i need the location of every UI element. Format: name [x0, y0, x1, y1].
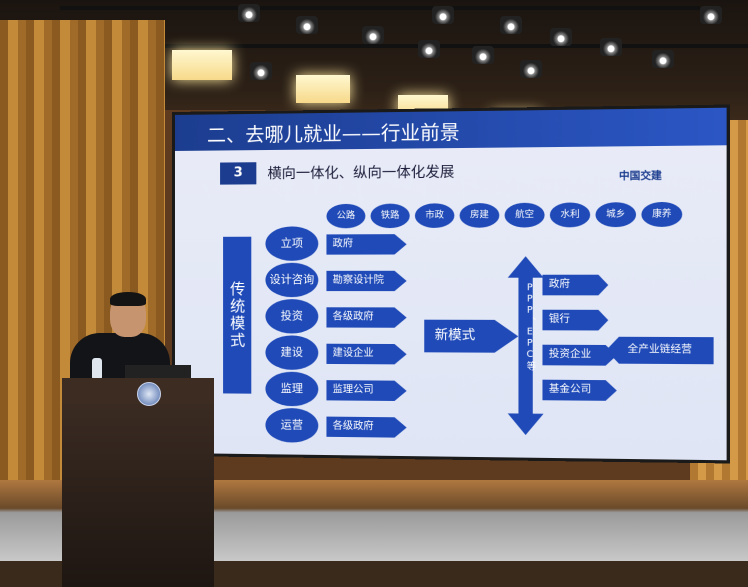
- section-number: 3: [220, 162, 257, 185]
- new-mode-actor-arrow: 政府: [542, 275, 608, 296]
- new-mode-actor-arrow: 银行: [542, 310, 608, 331]
- projection-screen: 二、去哪儿就业——行业前景 中国交建 3 横向一体化、纵向一体化发展 公路 铁路…: [172, 104, 730, 464]
- sector-pill: 房建: [459, 202, 500, 228]
- stage-oval: 立项: [265, 226, 319, 261]
- spotlight-icon: [600, 38, 622, 56]
- stage-oval: 建设: [265, 335, 319, 370]
- vertical-arrow-label: PPP、EPC等: [524, 282, 536, 372]
- slide-title: 二、去哪儿就业——行业前景: [207, 121, 460, 147]
- stage-actor-arrow: 建设企业: [326, 344, 406, 365]
- stage-oval: 运营: [265, 407, 319, 443]
- laptop: [125, 365, 191, 381]
- sector-pill: 水利: [549, 202, 591, 228]
- lighting-truss: [0, 44, 748, 48]
- new-mode-actor-arrow: 投资企业: [542, 345, 616, 366]
- spotlight-icon: [520, 60, 542, 78]
- stage-oval: 投资: [265, 299, 319, 334]
- podium: [62, 378, 214, 587]
- spotlight-icon: [652, 50, 674, 68]
- company-logo: 中国交建: [618, 170, 662, 183]
- stage-oval: 设计咨询: [265, 262, 319, 298]
- spotlight-icon: [418, 40, 440, 58]
- stage-lamp: [172, 50, 232, 80]
- spotlight-icon: [238, 4, 260, 22]
- full-chain-arrow: 全产业链经营: [606, 337, 713, 365]
- stage-actor-arrow: 监理公司: [326, 380, 406, 401]
- spotlight-icon: [472, 46, 494, 64]
- section-title: 横向一体化、纵向一体化发展: [267, 164, 455, 183]
- stage-actor-arrow: 勘察设计院: [326, 271, 406, 291]
- sector-pill: 公路: [326, 203, 366, 229]
- podium-emblem-icon: [137, 382, 161, 406]
- spotlight-icon: [432, 6, 454, 24]
- spotlight-icon: [550, 28, 572, 46]
- stage-lamp: [296, 75, 350, 103]
- sector-pill: 市政: [414, 203, 455, 228]
- slide-title-bar: 二、去哪儿就业——行业前景: [174, 107, 727, 151]
- new-mode-actor-arrow: 基金公司: [542, 380, 616, 401]
- slide: 二、去哪儿就业——行业前景 中国交建 3 横向一体化、纵向一体化发展 公路 铁路…: [174, 107, 727, 461]
- spotlight-icon: [250, 62, 272, 80]
- stage-actor-arrow: 政府: [326, 234, 406, 255]
- traditional-mode-label: 传统模式: [223, 236, 252, 394]
- sector-pill: 航空: [504, 202, 545, 228]
- water-bottle: [92, 358, 102, 380]
- speaker-hair: [110, 292, 146, 306]
- sector-pill: 城乡: [595, 202, 637, 228]
- spotlight-icon: [296, 16, 318, 34]
- spotlight-icon: [500, 16, 522, 34]
- spotlight-icon: [700, 6, 722, 24]
- stage-actor-arrow: 各级政府: [326, 417, 406, 438]
- spotlight-icon: [362, 26, 384, 44]
- new-mode-arrow: 新模式: [424, 320, 518, 353]
- lighting-truss: [60, 6, 700, 10]
- stage-actor-arrow: 各级政府: [326, 307, 406, 328]
- stage-oval: 监理: [265, 371, 319, 407]
- sector-pill: 铁路: [370, 203, 410, 229]
- sector-pill: 康养: [641, 201, 683, 227]
